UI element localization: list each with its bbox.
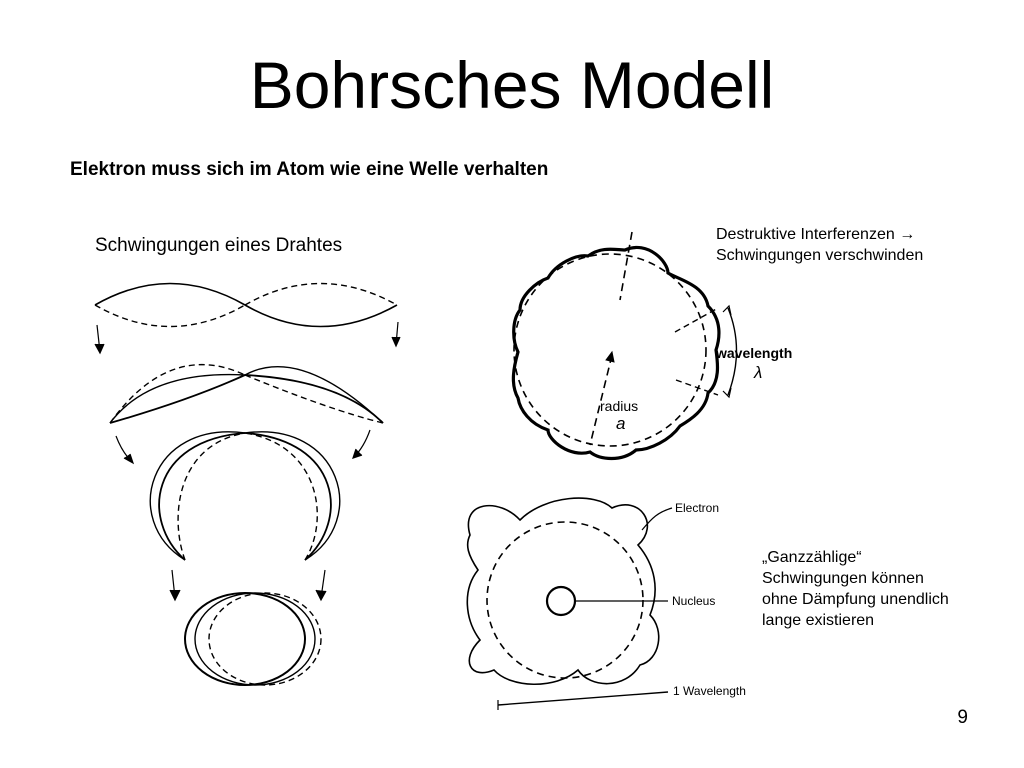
wave-orbit-figure [511, 231, 738, 461]
lambda-label: λ [753, 363, 762, 382]
radius-arrow [589, 354, 613, 446]
interference-note-line-1: Destruktive Interferenzen → [716, 226, 916, 243]
wavelength-label: wavelength [715, 345, 792, 361]
integer-note-line-3: ohne Dämpfung unendlich [762, 591, 949, 608]
radius-label: radius [600, 398, 638, 414]
wire-arrows [94, 321, 401, 602]
wire-stage-2 [109, 363, 384, 424]
wire-vibration-figure [94, 282, 401, 686]
interference-note: Destruktive Interferenzen → Schwingungen… [716, 224, 923, 266]
standing-wave-orbit-figure [466, 497, 673, 710]
slide-title: Bohrsches Modell [249, 48, 775, 122]
wire-stage-1 [94, 282, 398, 328]
nucleus-label: Nucleus [672, 594, 715, 608]
page-number: 9 [957, 707, 968, 728]
wave-path [511, 246, 721, 461]
standing-wave-path [466, 497, 660, 686]
orbit-circle [513, 253, 707, 447]
integer-note-line-2: Schwingungen können [762, 570, 924, 587]
wire-stage-4 [184, 592, 322, 686]
wavelength-bracket [727, 307, 738, 396]
interference-note-line-2: Schwingungen verschwinden [716, 247, 924, 264]
slide-subtitle: Elektron muss sich im Atom wie eine Well… [70, 159, 549, 180]
standing-orbit-circle [486, 521, 644, 679]
integer-note: „Ganzzählige“ Schwingungen können ohne D… [762, 547, 949, 631]
one-wavelength-label: 1 Wavelength [673, 684, 746, 698]
wavelength-baseline [497, 691, 669, 706]
nucleus-icon [545, 585, 577, 617]
integer-note-line-4: lange existieren [762, 612, 875, 629]
wire-stage-3 [149, 431, 341, 561]
electron-pointer [641, 507, 673, 531]
electron-label: Electron [675, 501, 719, 515]
integer-note-line-1: „Ganzzählige“ [762, 549, 862, 566]
radius-symbol-label: a [616, 414, 625, 433]
wire-heading: Schwingungen eines Drahtes [95, 235, 343, 256]
